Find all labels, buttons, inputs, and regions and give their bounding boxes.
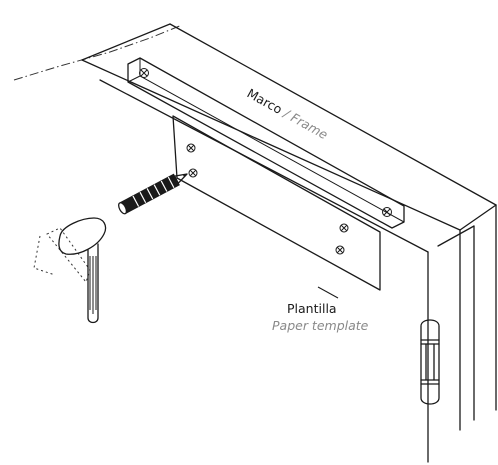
awl-tool-icon — [33, 217, 107, 324]
template-label-es: Plantilla — [287, 301, 337, 316]
frame-label: Marco / Frame — [245, 86, 331, 143]
template-screw-1 — [186, 143, 196, 153]
hinge-icon — [420, 319, 440, 405]
rail-screw-left — [139, 68, 149, 78]
template-label-en: Paper template — [272, 318, 369, 333]
template-screw-3 — [339, 223, 349, 233]
door-frame — [81, 23, 497, 463]
template-screw-4 — [335, 245, 345, 255]
paper-template — [172, 115, 381, 291]
rail-screw-right — [382, 207, 392, 217]
wall-edge-line — [13, 24, 183, 81]
pencil-icon — [118, 173, 188, 215]
template-leader-line — [317, 286, 339, 299]
template-screw-2 — [188, 168, 198, 178]
